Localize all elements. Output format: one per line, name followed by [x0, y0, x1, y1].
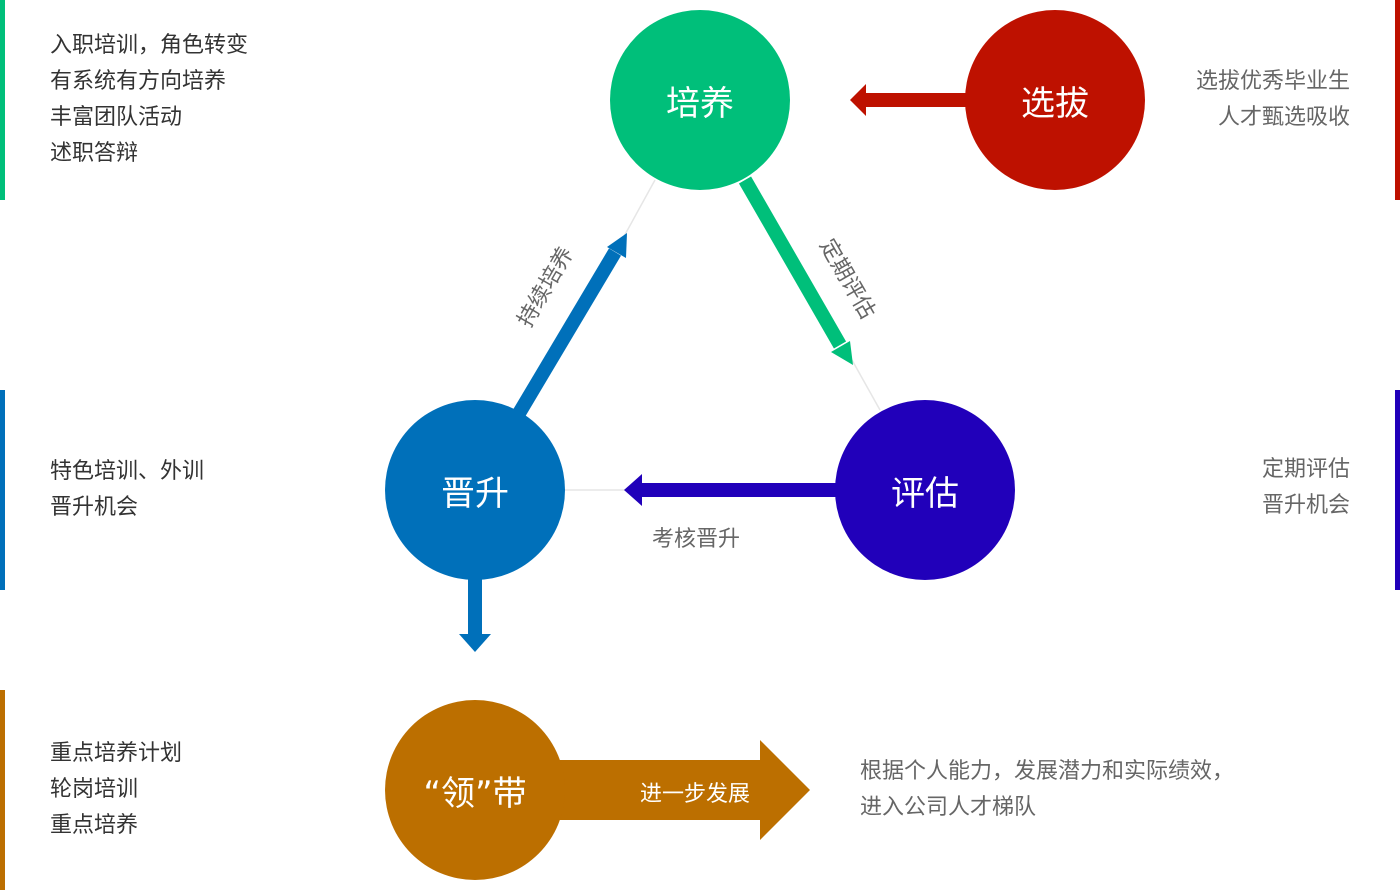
- node-lead: “领”带: [385, 700, 565, 880]
- text-line: 晋升机会: [1261, 493, 1350, 518]
- text-line: 特色培训、外训: [50, 459, 205, 484]
- text-cultivate: 入职培训，角色转变 有系统有方向培养 丰富团队活动 述职答辩: [50, 28, 248, 172]
- text-line: 重点培养计划: [50, 741, 183, 766]
- left-bar-blue: [0, 390, 5, 590]
- label-assess: 考核晋升: [652, 527, 741, 552]
- arrow-cultivate-to-evaluate: [738, 176, 853, 365]
- right-bar-purple: [1395, 390, 1400, 590]
- arrow-evaluate-to-promote: [624, 474, 836, 506]
- left-bar-green: [0, 0, 5, 200]
- right-bar-red: [1395, 0, 1400, 200]
- text-select: 选拔优秀毕业生 人才甄选吸收: [1196, 64, 1350, 136]
- text-line: 述职答辩: [50, 141, 139, 166]
- label-further: 进一步发展: [640, 782, 751, 807]
- text-line: 有系统有方向培养: [50, 69, 227, 94]
- text-line: 晋升机会: [50, 495, 139, 520]
- text-line: 定期评估: [1261, 457, 1350, 482]
- text-line: 选拔优秀毕业生: [1195, 69, 1350, 94]
- text-evaluate: 定期评估 晋升机会: [1262, 452, 1350, 524]
- connector-line: [851, 359, 881, 411]
- text-line: 入职培训，角色转变: [50, 33, 249, 58]
- node-promote-label: 晋升: [441, 473, 509, 514]
- arrow-further-development: [550, 740, 810, 840]
- node-cultivate: 培养: [610, 10, 790, 190]
- connector-line: [621, 179, 656, 241]
- node-lead-label: “领”带: [423, 773, 527, 814]
- text-line: 轮岗培训: [50, 777, 139, 802]
- left-bar-orange: [0, 690, 5, 890]
- arrow-promote-to-cultivate: [511, 233, 627, 419]
- text-lead: 重点培养计划 轮岗培训 重点培养: [50, 736, 182, 844]
- node-select-label: 选拔: [1021, 83, 1089, 124]
- text-line: 人才甄选吸收: [1217, 105, 1350, 130]
- node-promote: 晋升: [385, 400, 565, 580]
- node-select: 选拔: [965, 10, 1145, 190]
- text-line: 进入公司人才梯队: [860, 795, 1037, 820]
- text-line: 根据个人能力，发展潜力和实际绩效，: [860, 759, 1235, 784]
- text-line: 重点培养: [50, 813, 139, 838]
- text-line: 丰富团队活动: [50, 105, 183, 130]
- arrow-select-to-cultivate: [850, 84, 966, 116]
- node-evaluate-label: 评估: [891, 473, 959, 514]
- text-promote: 特色培训、外训 晋升机会: [50, 454, 204, 526]
- text-lead-detail: 根据个人能力，发展潜力和实际绩效， 进入公司人才梯队: [860, 754, 1234, 826]
- node-cultivate-label: 培养: [666, 83, 734, 124]
- arrow-promote-to-lead: [459, 578, 491, 652]
- node-evaluate: 评估: [835, 400, 1015, 580]
